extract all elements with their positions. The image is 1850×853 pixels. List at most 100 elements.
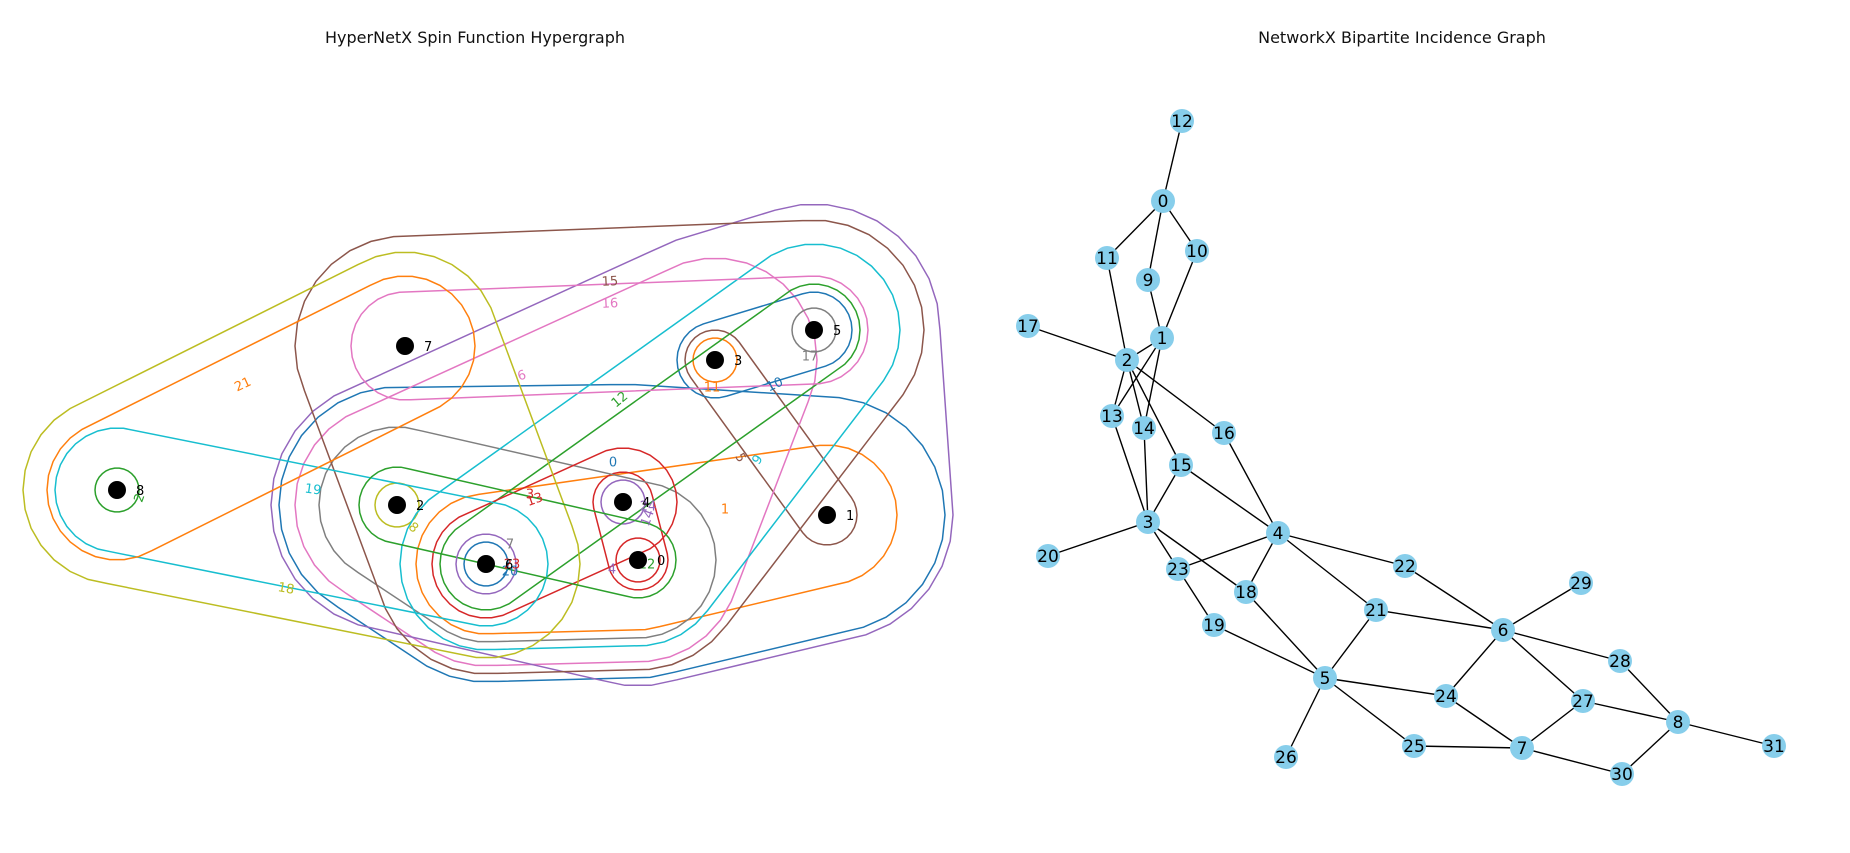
incidence-edge-5-25 bbox=[1324, 677, 1415, 747]
hyperedge-label-21: 21 bbox=[232, 375, 253, 396]
incidence-node-label-19: 19 bbox=[1203, 616, 1225, 636]
incidence-node-8 bbox=[1666, 710, 1690, 734]
incidence-edge-3-18 bbox=[1147, 521, 1247, 593]
incidence-node-1 bbox=[1150, 326, 1174, 350]
hyperedge-outline-16 bbox=[350, 275, 869, 401]
hyperedge-label-3: 3 bbox=[526, 488, 534, 503]
incidence-node-label-2: 2 bbox=[1122, 351, 1133, 371]
hyperedge-label-20: 20 bbox=[502, 565, 519, 580]
incidence-edge-14-3 bbox=[1143, 427, 1149, 523]
incidence-edge-0-10 bbox=[1162, 200, 1198, 252]
incidence-edge-6-27 bbox=[1502, 629, 1584, 702]
hyperedge-outline-6 bbox=[294, 257, 818, 667]
hyperedge-outline-1 bbox=[415, 444, 898, 635]
incidence-node-label-9: 9 bbox=[1143, 271, 1154, 291]
hyperedge-outline-2 bbox=[94, 467, 140, 513]
incidence-node-label-24: 24 bbox=[1435, 687, 1457, 707]
hyper-vertex-label-2: 2 bbox=[416, 499, 424, 514]
incidence-node-label-18: 18 bbox=[1235, 583, 1257, 603]
hyperedge-outline-15 bbox=[294, 219, 925, 675]
incidence-edge-13-3 bbox=[1111, 415, 1149, 523]
right-panel-title: NetworkX Bipartite Incidence Graph bbox=[1258, 28, 1546, 47]
incidence-edge-9-1 bbox=[1147, 279, 1163, 339]
hyperedge-outline-9 bbox=[399, 243, 901, 651]
incidence-edge-3-23 bbox=[1147, 521, 1179, 570]
incidence-node-15 bbox=[1169, 453, 1193, 477]
hyperedge-outline-20 bbox=[463, 541, 509, 587]
hyperedge-outline-17 bbox=[791, 307, 837, 353]
incidence-edge-0-11 bbox=[1106, 200, 1164, 259]
hyperedge-label-10: 10 bbox=[764, 375, 785, 396]
incidence-node-label-31: 31 bbox=[1763, 737, 1785, 757]
hyper-vertex-0 bbox=[629, 551, 647, 569]
incidence-node-6 bbox=[1491, 618, 1515, 642]
hyperedge-label-0: 0 bbox=[609, 456, 617, 471]
incidence-node-9 bbox=[1136, 268, 1160, 292]
incidence-edge-22-6 bbox=[1404, 565, 1504, 631]
incidence-node-29 bbox=[1569, 571, 1593, 595]
hyperedge-outline-21 bbox=[46, 275, 476, 561]
hyperedge-label-7: 7 bbox=[506, 538, 514, 553]
hyperedge-outline-11 bbox=[692, 337, 738, 383]
hyperedge-label-17: 17 bbox=[802, 350, 819, 365]
incidence-edge-16-4 bbox=[1223, 432, 1279, 534]
hyperedge-label-4: 4 bbox=[608, 563, 616, 578]
incidence-node-label-15: 15 bbox=[1170, 456, 1192, 476]
incidence-node-7 bbox=[1510, 736, 1534, 760]
incidence-edge-2-13 bbox=[1111, 359, 1128, 417]
incidence-node-label-12: 12 bbox=[1171, 112, 1193, 132]
hyperedge-outline-8 bbox=[374, 482, 420, 528]
incidence-node-label-6: 6 bbox=[1498, 621, 1509, 641]
incidence-node-19 bbox=[1202, 613, 1226, 637]
incidence-node-16 bbox=[1212, 421, 1236, 445]
hyperedge-label-23: 23 bbox=[504, 558, 521, 573]
hyperedge-label-8: 8 bbox=[405, 520, 421, 537]
incidence-node-label-25: 25 bbox=[1403, 737, 1425, 757]
incidence-node-20 bbox=[1036, 544, 1060, 568]
incidence-node-label-0: 0 bbox=[1158, 192, 1169, 212]
hyper-vertex-label-1: 1 bbox=[846, 509, 854, 524]
incidence-node-24 bbox=[1434, 684, 1458, 708]
hyperedge-outline-3 bbox=[592, 471, 669, 591]
hyper-vertex-8 bbox=[108, 481, 126, 499]
incidence-node-21 bbox=[1364, 598, 1388, 622]
incidence-node-label-8: 8 bbox=[1673, 713, 1684, 733]
incidence-edge-19-5 bbox=[1213, 624, 1326, 679]
hyperedge-label-11: 11 bbox=[704, 381, 721, 396]
hyperedge-label-13: 13 bbox=[525, 490, 546, 510]
incidence-edge-6-29 bbox=[1502, 582, 1582, 631]
incidence-node-23 bbox=[1166, 557, 1190, 581]
incidence-node-label-23: 23 bbox=[1167, 560, 1189, 580]
incidence-node-14 bbox=[1132, 416, 1156, 440]
incidence-node-label-11: 11 bbox=[1096, 249, 1118, 269]
incidence-node-2 bbox=[1115, 348, 1139, 372]
hyperedge-outline-12 bbox=[439, 283, 861, 611]
incidence-edge-2-1 bbox=[1126, 337, 1163, 361]
hyperedge-outline-23 bbox=[615, 537, 661, 583]
hyperedge-outline-4 bbox=[600, 479, 646, 525]
hyper-vertex-3 bbox=[706, 351, 724, 369]
incidence-edge-28-8 bbox=[1619, 660, 1679, 723]
incidence-nodes: 0123456789101112131415161718192021222324… bbox=[1016, 109, 1786, 786]
hyperedge-outline-0 bbox=[278, 383, 946, 683]
incidence-node-10 bbox=[1185, 239, 1209, 263]
hyper-vertex-6 bbox=[477, 555, 495, 573]
incidence-node-11 bbox=[1095, 246, 1119, 270]
hyper-vertex-4 bbox=[614, 493, 632, 511]
hyperedges bbox=[22, 203, 954, 687]
hyper-vertex-1 bbox=[818, 506, 836, 524]
incidence-edges bbox=[1027, 120, 1775, 775]
incidence-node-25 bbox=[1402, 734, 1426, 758]
incidence-edge-1-14 bbox=[1143, 337, 1163, 429]
incidence-node-13 bbox=[1100, 404, 1124, 428]
hyperedge-outline-18 bbox=[22, 251, 581, 659]
hyper-vertex-label-8: 8 bbox=[136, 484, 144, 499]
incidence-node-3 bbox=[1136, 510, 1160, 534]
hyper-vertex-label-3: 3 bbox=[734, 354, 742, 369]
incidence-node-label-7: 7 bbox=[1517, 739, 1528, 759]
incidence-edge-4-22 bbox=[1277, 532, 1406, 567]
hyperedge-label-14: 14 bbox=[638, 508, 658, 529]
incidence-node-label-20: 20 bbox=[1037, 547, 1059, 567]
hyper-vertex-label-7: 7 bbox=[424, 340, 432, 355]
incidence-node-22 bbox=[1393, 554, 1417, 578]
